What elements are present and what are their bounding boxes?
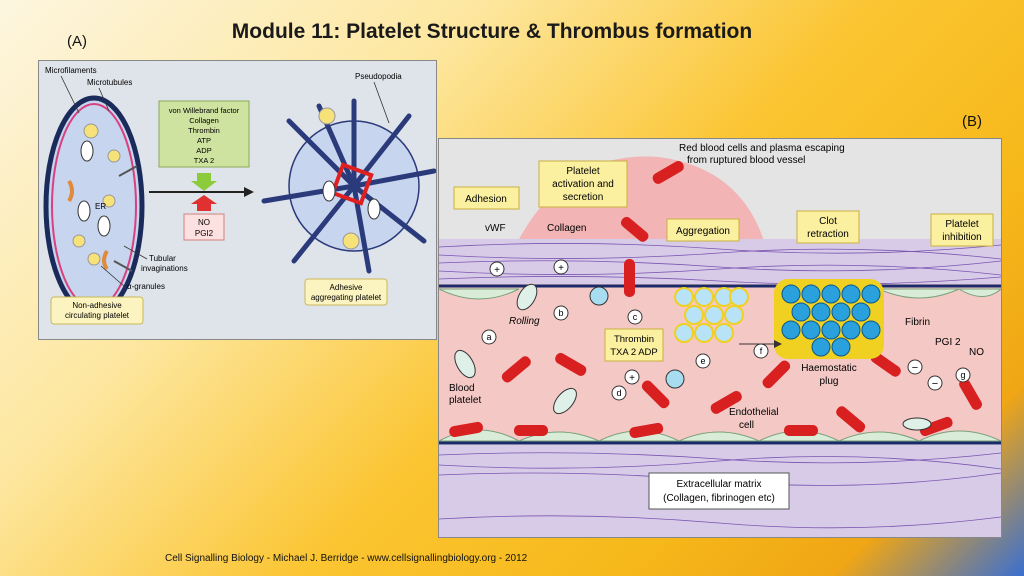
haemostatic-label-1: Haemostatic xyxy=(801,363,857,374)
er-label: ER xyxy=(95,202,106,211)
panel-a-label: (A) xyxy=(67,33,87,50)
agonist-atp: ATP xyxy=(197,136,211,145)
tubular-label: Tubular xyxy=(149,254,176,263)
ecm-box: Extracellular matrix (Collagen, fibrinog… xyxy=(648,472,790,510)
microfilaments-label: Microfilaments xyxy=(45,66,97,75)
platelet-aggregate xyxy=(674,287,749,343)
upper-matrix xyxy=(439,239,1001,284)
step-a: a xyxy=(486,332,491,342)
minus-icon xyxy=(927,375,943,391)
svg-text:+: + xyxy=(558,263,564,274)
thrombus-formation-diagram: Red blood cells and plasma escaping from… xyxy=(438,139,1003,537)
activated-platelets xyxy=(589,286,685,389)
nonadhesive-box xyxy=(50,296,144,325)
blood-platelet-label-2: platelet xyxy=(449,395,481,406)
arrow-icon xyxy=(774,340,782,348)
svg-text:−: − xyxy=(932,378,938,390)
adhesive-box xyxy=(304,278,388,306)
blood-platelet-label-1: Blood xyxy=(449,383,475,394)
activated-platelet xyxy=(261,98,437,274)
aggregation-box: Aggregation xyxy=(666,218,740,242)
step-f: f xyxy=(760,346,763,356)
agonist-txa2: TXA 2 xyxy=(194,156,214,165)
endothelial-label-1: Endothelial xyxy=(729,407,778,418)
nonadhesive-label-1: Non-adhesive xyxy=(72,301,122,310)
inhibition-label-2: inhibition xyxy=(942,232,981,243)
nonadhesive-label-2: circulating platelet xyxy=(65,311,130,320)
platelet-structure-diagram: Microfilaments Microtubules ER Tubular i… xyxy=(39,61,437,339)
step-markers: a b c d e f g xyxy=(481,305,971,401)
invaginations-label: invaginations xyxy=(141,264,188,273)
escape-label-1: Red blood cells and plasma escaping xyxy=(679,143,845,154)
activation-label-3: secretion xyxy=(563,192,604,203)
adhesive-label-2: aggregating platelet xyxy=(311,293,382,302)
plus-icon xyxy=(624,369,640,385)
activation-box: Platelet activation and secretion xyxy=(538,160,628,208)
activation-arrow-icon xyxy=(191,173,217,191)
plus-icon xyxy=(553,259,569,275)
resting-platelets xyxy=(454,283,932,431)
inhibitor-no: NO xyxy=(198,218,210,227)
svg-text:+: + xyxy=(629,373,635,384)
clot-box: Clot retraction xyxy=(796,210,860,244)
ecm-label-2: (Collagen, fibrinogen etc) xyxy=(663,493,775,504)
rolling-label: Rolling xyxy=(509,316,540,327)
agonist-adp: ADP xyxy=(196,146,211,155)
microtubules-label: Microtubules xyxy=(87,78,132,87)
inhibition-arrow-icon xyxy=(191,195,217,211)
endothelial-label-2: cell xyxy=(739,420,754,431)
minus-icon xyxy=(907,359,923,375)
clot-label-1: Clot xyxy=(819,216,837,227)
vwf-label: vWF xyxy=(485,223,506,234)
pgi2-label: PGI 2 xyxy=(935,337,961,348)
panel-b: Red blood cells and plasma escaping from… xyxy=(438,138,1003,538)
haemostatic-plug xyxy=(774,279,884,359)
no-label: NO xyxy=(969,347,984,358)
inhibitor-box xyxy=(183,213,225,241)
adhesive-label-1: Adhesive xyxy=(330,283,363,292)
svg-text:−: − xyxy=(912,362,918,374)
collagen-label: Collagen xyxy=(547,223,586,234)
red-blood-cells xyxy=(449,161,982,439)
adhesion-box: Adhesion xyxy=(453,186,520,210)
step-e: e xyxy=(700,356,705,366)
inhibitor-pgi2: PGI2 xyxy=(195,229,214,238)
step-b: b xyxy=(558,308,563,318)
thrombin-box: Thrombin TXA 2 ADP xyxy=(604,328,664,362)
footer-credit: Cell Signalling Biology - Michael J. Ber… xyxy=(165,553,528,564)
panel-b-label: (B) xyxy=(962,113,982,130)
escape-label-2: from ruptured blood vessel xyxy=(687,155,805,166)
adhesion-label: Adhesion xyxy=(465,194,507,205)
agonist-thrombin: Thrombin xyxy=(188,126,220,135)
ecm-label-1: Extracellular matrix xyxy=(676,479,761,490)
step-d: d xyxy=(616,388,621,398)
panel-a: Microfilaments Microtubules ER Tubular i… xyxy=(38,60,437,340)
transition-arrow-icon xyxy=(244,187,254,197)
slide-title: Module 11: Platelet Structure & Thrombus… xyxy=(231,20,753,43)
txa-adp-label: TXA 2 ADP xyxy=(610,347,658,358)
pseudopodia-label: Pseudopodia xyxy=(355,72,402,81)
granules-label: α-granules xyxy=(127,282,165,291)
fibrin-label: Fibrin xyxy=(905,317,930,328)
step-c: c xyxy=(633,312,638,322)
haemostatic-label-2: plug xyxy=(820,376,839,387)
clot-label-2: retraction xyxy=(807,229,849,240)
agonist-box xyxy=(158,100,250,168)
activation-label-1: Platelet xyxy=(566,166,600,177)
agonist-vwf: von Willebrand factor xyxy=(169,106,240,115)
inhibition-label-1: Platelet xyxy=(945,219,979,230)
thrombin-label: Thrombin xyxy=(614,334,654,345)
step-g: g xyxy=(960,370,965,380)
agonist-collagen: Collagen xyxy=(189,116,219,125)
svg-text:+: + xyxy=(494,265,500,276)
plus-icon xyxy=(489,261,505,277)
aggregation-label: Aggregation xyxy=(676,226,730,237)
inhibition-box: Platelet inhibition xyxy=(930,213,994,247)
activation-label-2: activation and xyxy=(552,179,614,190)
